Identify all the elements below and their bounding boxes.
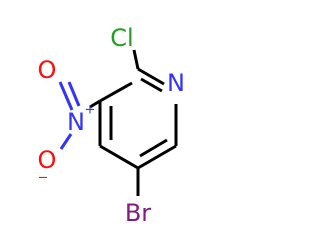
bond-n1-c2 xyxy=(137,67,165,86)
bond-c4-c5 xyxy=(99,144,139,170)
bottom-oxygen-label: O xyxy=(38,146,57,174)
ring-nitrogen-label: N xyxy=(167,69,185,97)
nitro-bonds xyxy=(58,81,81,150)
bond-c2-cl xyxy=(132,49,140,70)
bond-c2-c3 xyxy=(99,81,133,103)
ring-bonds xyxy=(98,67,178,170)
nitro-nitrogen-label: N xyxy=(67,108,85,136)
top-oxygen-label: O xyxy=(38,56,57,84)
bond-c5-c6 xyxy=(137,144,177,170)
positive-charge-label: + xyxy=(85,103,96,118)
bond-c5-c6-inner xyxy=(139,138,168,158)
chemical-structure-diagram: N Cl N + O O − Br xyxy=(38,24,185,227)
bromine-label: Br xyxy=(125,199,151,227)
bond-n-o-top-b xyxy=(67,81,81,107)
bond-n1-c2-inner xyxy=(140,77,163,93)
bond-n-o-top-a xyxy=(58,81,74,111)
chlorine-label: Cl xyxy=(110,24,133,52)
bond-c3-n xyxy=(89,99,101,109)
substituent-bonds xyxy=(89,49,140,196)
bond-n-o-bottom xyxy=(59,133,73,150)
negative-charge-label: − xyxy=(38,171,49,186)
